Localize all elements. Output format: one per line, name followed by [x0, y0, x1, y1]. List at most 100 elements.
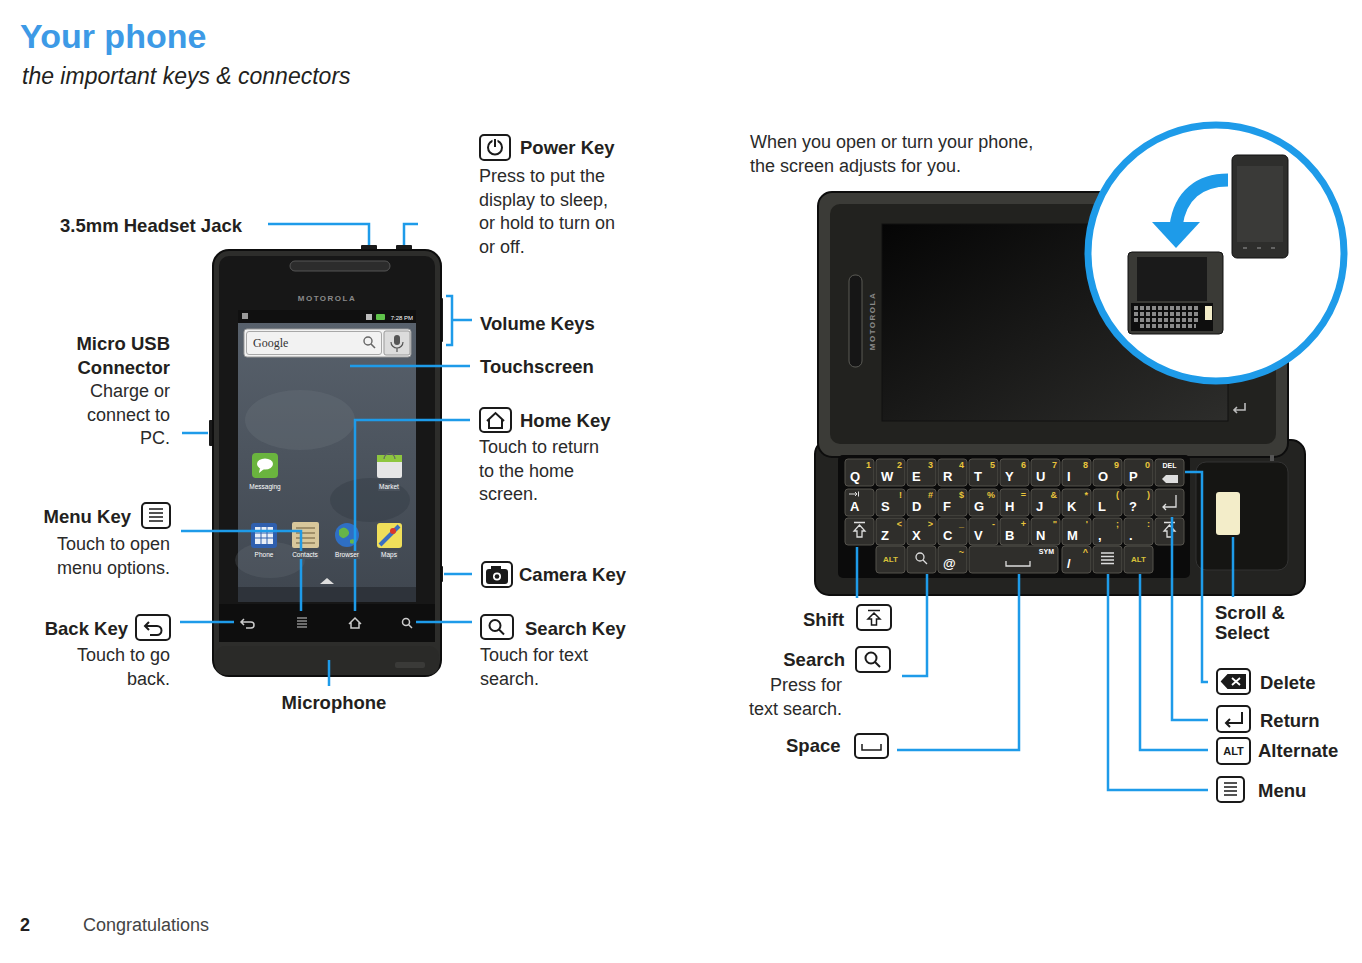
subtitle: the important keys & connectors [22, 62, 351, 91]
front-phone [259, 468, 264, 473]
front-phone [238, 310, 416, 602]
key-legend: 4 [959, 460, 964, 470]
keyboard-key-cap [1062, 459, 1091, 486]
key-icon [487, 413, 504, 428]
key-icon [1217, 669, 1250, 694]
orientation-inset [1131, 303, 1213, 331]
brand-logo: MOTOROLA [868, 292, 878, 351]
key-legend: H [1005, 500, 1014, 514]
key-legend: G [974, 500, 984, 514]
keyboard-key: H= [1000, 489, 1029, 516]
app-label: Browser [334, 551, 360, 559]
callout-label: Search [745, 648, 845, 671]
callout-description: Touch to open menu options. [35, 533, 170, 580]
keyboard-key: .: [1124, 518, 1153, 545]
key-icon [142, 503, 170, 528]
keyboard-key: ,; [1093, 518, 1122, 545]
key-icon [857, 605, 891, 630]
keyboard-key: Q1 [845, 459, 874, 486]
keyboard-key-cap [876, 546, 905, 573]
keyboard-key: T5 [969, 459, 998, 486]
keyboard-key-cap [1031, 518, 1060, 545]
key-legend: F [943, 500, 951, 514]
front-phone [380, 526, 399, 545]
front-phone [252, 453, 278, 478]
keyboard-key-cap [907, 546, 936, 573]
orientation-inset [1134, 306, 1200, 310]
key-legend: ! [899, 490, 902, 500]
key-icon [855, 734, 888, 758]
key-legend: ( [1116, 490, 1119, 500]
key-legend: " [1053, 519, 1057, 529]
key-legend: 1 [866, 460, 871, 470]
key-icon [493, 573, 501, 581]
leader-line [181, 531, 301, 611]
keyboard-key: W2 [876, 459, 905, 486]
keyboard-key: @~ [938, 546, 967, 573]
keyboard-key-cap [845, 518, 874, 545]
key-legend: E [912, 470, 921, 484]
key-icon [136, 615, 170, 640]
keyboard-key-cap [876, 518, 905, 545]
orientation-inset [1243, 247, 1275, 248]
key-legend: U [1036, 470, 1045, 484]
keyboard-key: /^ [1062, 546, 1091, 573]
front-phone [215, 646, 439, 675]
key-icon [149, 509, 163, 521]
leader-line [902, 574, 927, 676]
key-legend: % [987, 490, 995, 500]
keyboard-key-cap [1093, 546, 1122, 573]
callout-label: Camera Key [519, 563, 626, 586]
keyboard-key-cap [1155, 518, 1184, 545]
slider-phone [1234, 403, 1245, 413]
leader-line [446, 296, 472, 345]
orientation-inset [1134, 318, 1200, 322]
key-legend: 7 [1052, 460, 1057, 470]
callout-label: Menu [1258, 779, 1306, 802]
callout-label: Menu Key [1, 505, 131, 528]
key-legend: L [1098, 500, 1106, 514]
key-legend: I [1067, 470, 1071, 484]
front-phone [371, 344, 375, 348]
callout-label: Delete [1260, 671, 1316, 694]
keyboard-key: J& [1031, 489, 1060, 516]
keyboard-key-cap [1031, 489, 1060, 516]
keyboard-key: Y6 [1000, 459, 1029, 486]
keyboard-key: X> [907, 518, 936, 545]
keyboard-key-cap [1062, 546, 1091, 573]
callout-description: When you open or turn your phone, the sc… [750, 131, 1055, 178]
key-icon [866, 653, 877, 664]
callout-label: Power Key [520, 136, 615, 159]
key-legend: 2 [897, 460, 902, 470]
key-legend: 6 [1021, 460, 1026, 470]
callout-description: Touch to go back. [60, 644, 170, 691]
key-legend: ) [1147, 490, 1150, 500]
slider-phone [1196, 462, 1288, 570]
keyboard-key: M' [1062, 518, 1091, 545]
search-box: Google [246, 331, 382, 355]
keyboard-key-cap [938, 459, 967, 486]
orientation-inset [1128, 252, 1223, 334]
keyboard-key: B+ [1000, 518, 1029, 545]
keyboard-key-cap [876, 459, 905, 486]
keyboard-key: DEL [1155, 459, 1184, 486]
app-label: Contacts [291, 551, 319, 559]
callout-description: Press to put the display to sleep, or ho… [479, 165, 629, 259]
key-legend: ALT [876, 555, 905, 564]
leader-line [1108, 574, 1208, 790]
slider-phone [838, 455, 1190, 578]
app-label: Phone [254, 551, 275, 559]
key-legend: O [1098, 470, 1108, 484]
front-phone [376, 314, 385, 320]
key-icon [499, 630, 504, 635]
keyboard-key-cap [938, 489, 967, 516]
key-legend: M [1067, 529, 1078, 543]
front-phone [255, 527, 273, 544]
front-phone [384, 331, 410, 355]
key-legend: = [1021, 490, 1026, 500]
front-phone [391, 342, 403, 352]
callout-label: Back Key [0, 617, 128, 640]
front-phone [330, 478, 410, 522]
